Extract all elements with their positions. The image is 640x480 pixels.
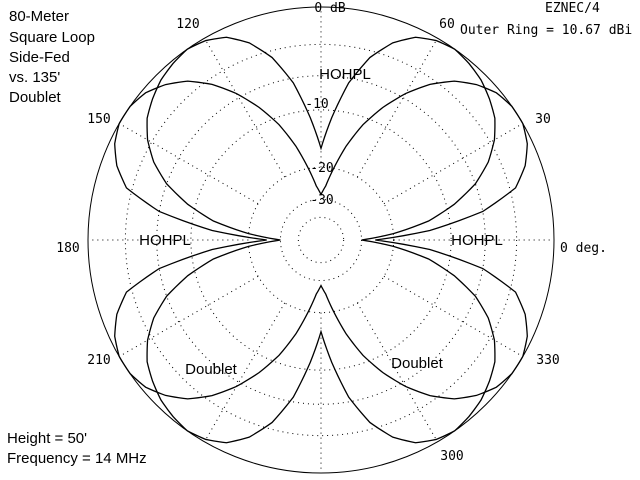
title-line-5: Doublet <box>9 89 61 106</box>
series-label-doublet-5: Doublet <box>391 355 444 372</box>
footer-height: Height = 50' <box>7 430 88 447</box>
title-line-1: 80-Meter <box>9 8 70 25</box>
grid-spoke-60 <box>356 37 438 178</box>
ring-label-0db: 0 dB <box>314 1 345 16</box>
angle-label-150: 150 <box>87 112 110 127</box>
grid-ring-40db <box>297 216 345 264</box>
angle-label-60: 60 <box>439 17 455 32</box>
series-label-doublet-4: Doublet <box>185 361 238 378</box>
software-label: EZNEC/4 <box>545 1 600 16</box>
plot-labels: 0 deg. 30 60 120 150 180 210 300 330 0 dB -10 -20 -3… <box>56 1 632 464</box>
grid-spoke-210 <box>118 275 259 357</box>
pattern-curves <box>114 36 528 444</box>
grid-ring-6db <box>156 75 486 405</box>
polar-grid <box>87 6 555 474</box>
title-line-2: Square Loop <box>9 29 95 46</box>
angle-label-120: 120 <box>176 17 199 32</box>
angle-label-30: 30 <box>535 112 551 127</box>
ring-label-30db: -30 <box>310 193 333 208</box>
angle-label-180: 180 <box>56 241 79 256</box>
grid-spoke-240 <box>204 302 286 443</box>
grid-ring-30db <box>279 198 363 282</box>
series-label-hohpl-2: HOHPL <box>139 232 191 249</box>
angle-label-0: 0 deg. <box>560 241 607 256</box>
grid-spoke-330 <box>383 275 524 357</box>
grid-ring-10db <box>190 109 452 371</box>
grid-spoke-300 <box>356 302 438 443</box>
series-label-hohpl-1: HOHPL <box>319 66 371 83</box>
outer-ring-label: Outer Ring = 10.67 dBi <box>460 23 632 38</box>
title-line-3: Side-Fed <box>9 49 70 66</box>
angle-label-330: 330 <box>536 353 559 368</box>
pattern-curve-doublet <box>146 36 496 444</box>
ring-label-20db: -20 <box>310 161 333 176</box>
series-label-hohpl-3: HOHPL <box>451 232 503 249</box>
title-line-4: vs. 135' <box>9 69 61 86</box>
angle-label-210: 210 <box>87 353 110 368</box>
grid-ring-20db <box>247 166 395 314</box>
grid-spoke-30 <box>383 123 524 205</box>
grid-spoke-120 <box>204 37 286 178</box>
pattern-curve-hohpl <box>114 80 528 400</box>
ring-label-10db: -10 <box>305 97 328 112</box>
grid-spoke-150 <box>118 123 259 205</box>
footer-frequency: Frequency = 14 MHz <box>7 450 147 467</box>
grid-ring-3db <box>124 43 518 437</box>
angle-label-300: 300 <box>440 449 463 464</box>
